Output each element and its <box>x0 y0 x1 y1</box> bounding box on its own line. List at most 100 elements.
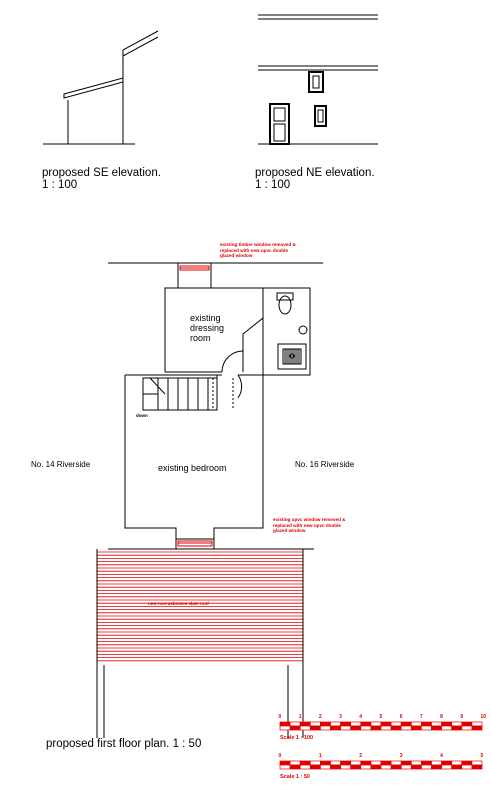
scale-tick-label: 9 <box>460 714 464 720</box>
scale-bar-1-100 <box>279 721 483 731</box>
scale-segment <box>330 764 341 770</box>
se-elevation <box>43 30 159 145</box>
plan-title: proposed first floor plan. 1 : 50 <box>46 738 202 750</box>
scale-tick-label: 6 <box>399 714 403 720</box>
scale-segment <box>431 721 442 727</box>
scale-tick-label: 2 <box>359 753 363 759</box>
scale-segment <box>340 764 352 770</box>
scale-segment <box>289 764 301 770</box>
scale-segment <box>441 760 453 766</box>
scale-segment <box>289 725 301 731</box>
scale-segment <box>330 760 341 766</box>
stair-label: down <box>136 413 148 418</box>
scale-bar-1-50 <box>279 760 483 770</box>
scale-segment <box>299 725 311 731</box>
scale-segment <box>279 764 291 770</box>
scale-segment <box>309 721 321 727</box>
scale-segment <box>350 764 362 770</box>
scale-segment <box>340 725 352 731</box>
scale-segment <box>360 725 372 731</box>
scale-segment <box>370 721 382 727</box>
roof-note: new non-asbestos slate roof <box>148 601 209 606</box>
plan-walls <box>108 262 323 550</box>
scale-tick-label: 10 <box>480 714 487 720</box>
scale-segment <box>441 764 453 770</box>
scale-segment <box>471 764 483 770</box>
scale-segment <box>390 760 402 766</box>
scale-segment <box>320 760 331 766</box>
scale-segment <box>340 721 352 727</box>
scale-segment <box>451 760 463 766</box>
scale-segment <box>279 721 291 727</box>
scale-segment <box>370 764 382 770</box>
scale-tick-label: 4 <box>440 753 443 759</box>
scale-segment <box>451 764 463 770</box>
scale-segment <box>370 725 382 731</box>
scale-segment <box>400 764 412 770</box>
scale-tick-label: 3 <box>399 753 403 759</box>
scale-segment <box>289 721 301 727</box>
ne-elevation-title: proposed NE elevation. <box>255 167 375 179</box>
ne-elevation-scale: 1 : 100 <box>255 179 291 191</box>
scale-segment <box>350 725 362 731</box>
neighbour-right: No. 16 Riverside <box>295 460 355 469</box>
scale-segment <box>461 725 473 731</box>
scale-segment <box>410 760 422 766</box>
scale-segment <box>299 764 311 770</box>
scale-segment <box>410 721 422 727</box>
scale-segment <box>360 721 372 727</box>
scale-tick-label: 7 <box>419 714 423 720</box>
se-elevation-title: proposed SE elevation. <box>42 167 161 179</box>
scale-segment <box>299 760 311 766</box>
roof-hatch <box>97 551 303 662</box>
scale-segment <box>380 760 392 766</box>
scale-segment <box>461 760 473 766</box>
scale-segment <box>390 721 402 727</box>
scale-segment <box>350 721 362 727</box>
scale-segment <box>441 725 453 731</box>
scale-segment <box>289 760 301 766</box>
scale-segment <box>360 760 372 766</box>
scale-segment <box>279 760 291 766</box>
scale-tick-label: 1 <box>318 753 322 759</box>
scale-segment <box>330 721 341 727</box>
scale-segment <box>410 725 422 731</box>
scale-segment <box>421 760 432 766</box>
room-dressing: existing dressing room <box>190 313 225 343</box>
scale-segment <box>390 725 402 731</box>
scale-segment <box>451 721 463 727</box>
scale-segment <box>320 721 331 727</box>
scale-segment <box>330 725 341 731</box>
scale-segment <box>431 760 442 766</box>
scale-segment <box>471 721 483 727</box>
scale-tick-label: 0 <box>278 753 282 759</box>
scale-segment <box>360 764 372 770</box>
scale-tick-label: 0 <box>278 714 282 720</box>
scale-segment <box>471 760 483 766</box>
scale-segment <box>471 725 483 731</box>
scale-tick-label: 5 <box>480 753 484 759</box>
scale-segment <box>380 721 392 727</box>
scale-segment <box>390 764 402 770</box>
scale-segment <box>431 764 442 770</box>
scale-segment <box>400 725 412 731</box>
scale-segment <box>400 760 412 766</box>
neighbour-left: No. 14 Riverside <box>31 460 91 469</box>
scale-segment <box>421 764 432 770</box>
scale-segment <box>461 764 473 770</box>
scale-tick-label: 8 <box>440 714 443 720</box>
scale-segment <box>421 725 432 731</box>
scale-segment <box>421 721 432 727</box>
scale-segment <box>309 764 321 770</box>
scale-1-50-label: Scale 1 : 50 <box>280 774 310 780</box>
scale-1-100-label: Scale 1 : 100 <box>280 735 314 741</box>
scale-tick-label: 2 <box>318 714 322 720</box>
note-bottom-window: existing upvc window removed & replaced … <box>273 517 346 533</box>
scale-segment <box>410 764 422 770</box>
scale-tick-label: 1 <box>298 714 302 720</box>
room-bedroom: existing bedroom <box>158 463 227 473</box>
scale-segment <box>299 721 311 727</box>
scale-segment <box>400 721 412 727</box>
scale-tick-label: 3 <box>339 714 342 720</box>
